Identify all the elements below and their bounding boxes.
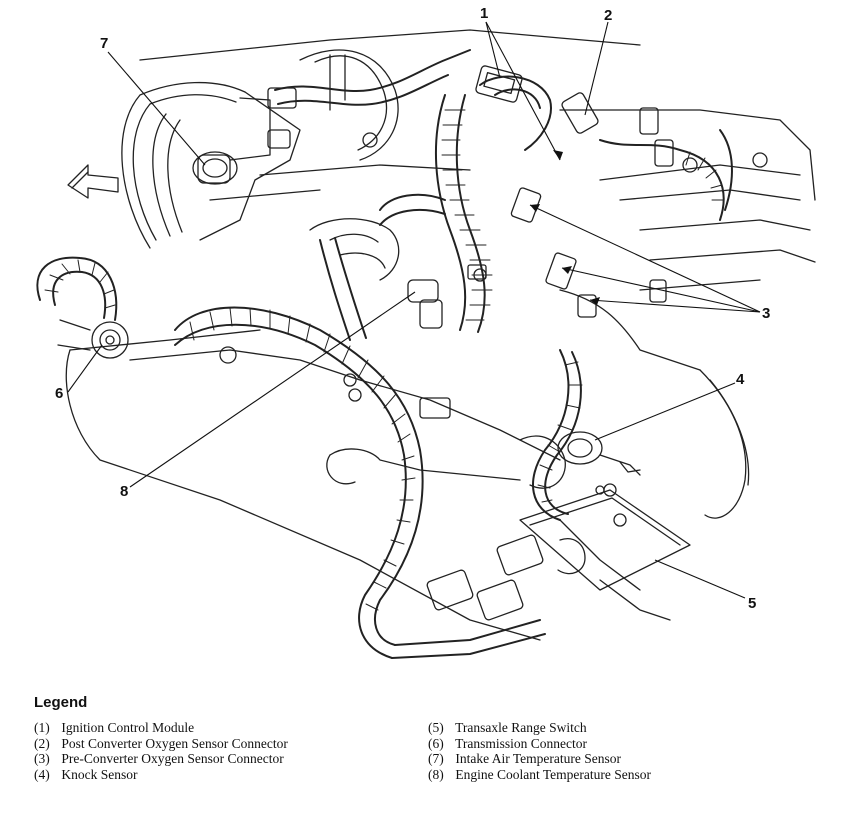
legend-item-number: (3) bbox=[34, 751, 50, 766]
legend-item-label: Ignition Control Module bbox=[61, 720, 195, 735]
callout-leader-4 bbox=[594, 382, 736, 441]
callout-3: 3 bbox=[762, 305, 770, 322]
callout-leader-7 bbox=[107, 51, 206, 166]
legend-item-label: Intake Air Temperature Sensor bbox=[455, 751, 622, 766]
harness-ribs bbox=[44, 109, 725, 611]
legend-item: (1) Ignition Control Module bbox=[34, 720, 288, 736]
legend-item: (2) Post Converter Oxygen Sensor Connect… bbox=[34, 736, 288, 752]
legend-item-label: Transaxle Range Switch bbox=[455, 720, 587, 735]
callout-leader-3c bbox=[589, 299, 761, 313]
intake-air-temp-sensor bbox=[197, 87, 297, 184]
callout-leader-2 bbox=[584, 21, 609, 116]
wiring-harness bbox=[36, 49, 733, 659]
direction-arrow-icon bbox=[67, 164, 119, 199]
callout-4: 4 bbox=[736, 371, 745, 388]
engine-block bbox=[139, 29, 816, 519]
air-intake-duct bbox=[121, 81, 301, 249]
transmission-connector bbox=[57, 319, 129, 359]
callout-7: 7 bbox=[100, 35, 108, 52]
legend-column-right: (5) Transaxle Range Switch (6) Transmiss… bbox=[428, 720, 651, 782]
post-converter-o2-connector bbox=[561, 92, 674, 167]
legend-item: (3) Pre-Converter Oxygen Sensor Connecto… bbox=[34, 751, 288, 767]
legend-item-number: (5) bbox=[428, 720, 444, 735]
legend-item-number: (2) bbox=[34, 735, 50, 751]
hardware-bolts bbox=[219, 132, 768, 497]
engine-wiring-diagram: 1 2 3 4 5 6 7 8 bbox=[36, 5, 816, 659]
ignition-control-module bbox=[475, 65, 523, 103]
callout-leader-5 bbox=[654, 559, 746, 599]
callout-1: 1 bbox=[480, 5, 488, 22]
legend-item: (4) Knock Sensor bbox=[34, 767, 288, 783]
legend-item-number: (4) bbox=[34, 766, 50, 782]
legend-item-label: Knock Sensor bbox=[61, 766, 138, 782]
callout-2: 2 bbox=[604, 7, 612, 24]
legend-item-label: Transmission Connector bbox=[455, 735, 588, 751]
legend-item-number: (7) bbox=[428, 751, 444, 766]
legend-column-left: (1) Ignition Control Module (2) Post Con… bbox=[34, 720, 288, 782]
engine-coolant-temp-sensor bbox=[407, 264, 487, 329]
callout-8: 8 bbox=[120, 483, 128, 500]
callout-5: 5 bbox=[748, 595, 756, 612]
legend-item-label: Engine Coolant Temperature Sensor bbox=[455, 766, 652, 782]
callout-leader-3b bbox=[561, 267, 761, 313]
callout-leader-1b bbox=[485, 21, 561, 161]
callout-leader-8 bbox=[129, 291, 416, 488]
legend-item: (7) Intake Air Temperature Sensor bbox=[428, 751, 651, 767]
transaxle-range-switch bbox=[426, 485, 691, 621]
legend-item: (8) Engine Coolant Temperature Sensor bbox=[428, 767, 651, 783]
callout-leader-3a bbox=[529, 204, 761, 313]
legend-title: Legend bbox=[34, 694, 88, 711]
legend-item-number: (6) bbox=[428, 735, 444, 751]
callout-6: 6 bbox=[55, 385, 63, 402]
legend-item-number: (8) bbox=[428, 766, 444, 782]
legend-item-label: Pre-Converter Oxygen Sensor Connector bbox=[61, 751, 284, 766]
callout-leader-1 bbox=[485, 21, 501, 79]
legend-item-number: (1) bbox=[34, 720, 50, 735]
knock-sensor bbox=[557, 431, 641, 476]
callout-leader-6 bbox=[67, 344, 103, 393]
legend-item: (5) Transaxle Range Switch bbox=[428, 720, 651, 736]
legend-item-label: Post Converter Oxygen Sensor Connector bbox=[61, 735, 288, 751]
legend-item: (6) Transmission Connector bbox=[428, 736, 651, 752]
